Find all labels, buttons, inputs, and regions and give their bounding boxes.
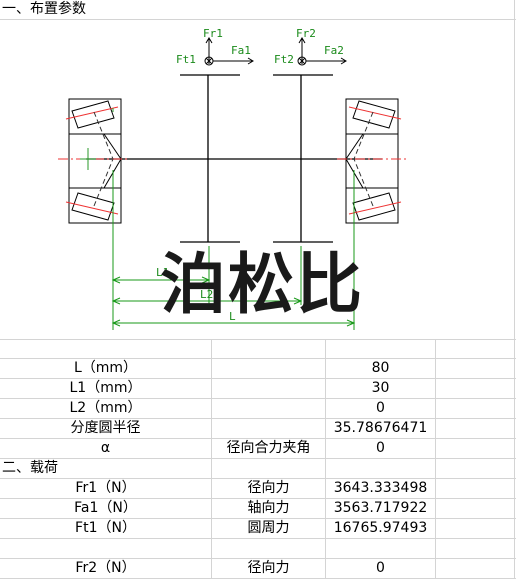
grid-line: [0, 438, 516, 439]
l2-label: L2: [200, 288, 213, 301]
dimension-lines: [111, 170, 356, 330]
grid-line: [325, 339, 326, 579]
fa2-label: Fa2: [324, 44, 344, 57]
watermark-text: 泊松比: [160, 246, 364, 323]
grid-line: [435, 339, 436, 579]
load-value[interactable]: 16765.97493: [333, 520, 428, 536]
load-desc: 径向力: [247, 480, 290, 496]
ft1-label: Ft1: [176, 53, 196, 66]
ft2-label: Ft2: [274, 53, 294, 66]
param-label: α: [100, 440, 111, 456]
load-value[interactable]: 3563.717922: [333, 500, 428, 516]
grid-line: [0, 378, 516, 379]
grid-line: [211, 339, 212, 579]
grid-line: [0, 538, 516, 539]
gear1-forces: Fr1 Ft1 Fa1: [176, 27, 254, 66]
grid-line: [0, 339, 516, 340]
param-value[interactable]: 0: [376, 400, 385, 416]
load-label: Ft1（N）: [75, 520, 136, 536]
l-label: L: [229, 310, 236, 323]
section-title: 二、载荷: [2, 460, 58, 476]
param-value[interactable]: 80: [371, 360, 390, 376]
load-desc: 轴向力: [247, 500, 290, 516]
fr1-label: Fr1: [203, 27, 223, 40]
section-title: 一、布置参数: [2, 1, 86, 17]
grid-line: [0, 558, 516, 559]
l1-label: L1: [156, 266, 169, 279]
load-label: Fr2（N）: [75, 560, 136, 576]
grid-line: [514, 0, 515, 579]
load-label: Fa1（N）: [74, 500, 137, 516]
param-label: L2（mm）: [69, 400, 142, 416]
load-label: Fr1（N）: [75, 480, 136, 496]
fa1-label: Fa1: [231, 44, 251, 57]
grid-line: [0, 518, 516, 519]
grid-line: [0, 358, 516, 359]
right-bearing: [337, 98, 409, 224]
grid-line: [0, 418, 516, 419]
fr2-label: Fr2: [296, 27, 316, 40]
grid-line: [0, 19, 516, 20]
param-label: L1（mm）: [69, 380, 142, 396]
load-value[interactable]: 0: [376, 560, 385, 576]
grid-line: [0, 478, 516, 479]
param-value[interactable]: 30: [371, 380, 390, 396]
load-desc: 圆周力: [247, 520, 290, 536]
bearing-layout-diagram: Fr1 Ft1 Fa1 Fr2 Ft2 Fa2: [58, 27, 409, 330]
grid-line: [0, 398, 516, 399]
left-bearing: [58, 98, 130, 224]
param-label: L（mm）: [73, 360, 138, 376]
param-label: 分度圆半径: [70, 420, 141, 436]
load-desc: 径向力: [247, 560, 290, 576]
grid-line: [0, 498, 516, 499]
load-value[interactable]: 3643.333498: [333, 480, 428, 496]
param-value[interactable]: 35.78676471: [333, 420, 428, 436]
gear2-forces: Fr2 Ft2 Fa2: [274, 27, 347, 66]
param-desc: 径向合力夹角: [226, 440, 311, 456]
param-value[interactable]: 0: [376, 440, 385, 456]
grid-line: [0, 458, 516, 459]
